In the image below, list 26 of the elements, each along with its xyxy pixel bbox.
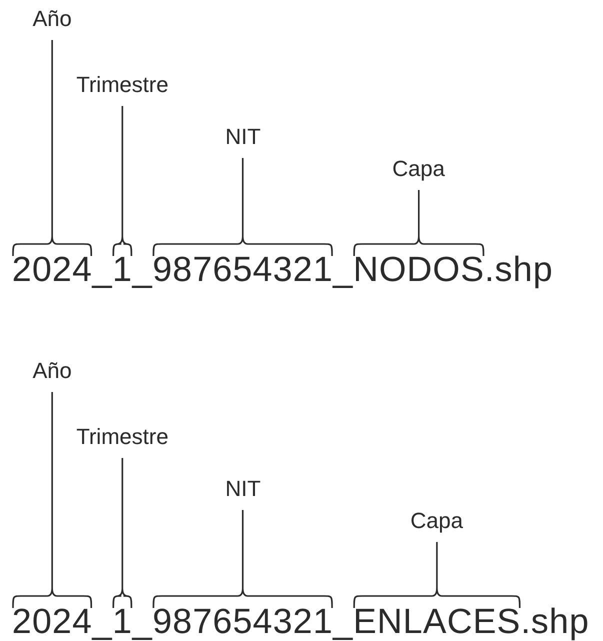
leader-line	[51, 40, 53, 236]
leader-line	[122, 458, 124, 588]
leader-line	[436, 542, 438, 588]
bracket	[12, 587, 92, 608]
leader-line	[51, 392, 53, 588]
field-label: NIT	[225, 124, 261, 150]
leader-line	[242, 510, 244, 588]
file-name: 2024_1_987654321_ENLACES.shp	[12, 602, 590, 641]
field-label: Año	[32, 358, 72, 384]
field-label: NIT	[225, 476, 261, 502]
field-label: Trimestre	[76, 424, 168, 450]
bracket	[152, 587, 333, 608]
field-label: Trimestre	[76, 72, 168, 98]
leader-line	[242, 158, 244, 236]
bracket	[152, 235, 333, 256]
field-label: Año	[32, 6, 72, 32]
field-label: Capa	[392, 156, 445, 182]
bracket	[112, 587, 132, 608]
bracket	[112, 235, 132, 256]
bracket	[353, 235, 484, 256]
field-label: Capa	[410, 508, 463, 534]
file-name: 2024_1_987654321_NODOS.shp	[12, 250, 554, 290]
leader-line	[122, 106, 124, 236]
bracket	[12, 235, 92, 256]
bracket	[353, 587, 521, 608]
leader-line	[418, 190, 420, 236]
